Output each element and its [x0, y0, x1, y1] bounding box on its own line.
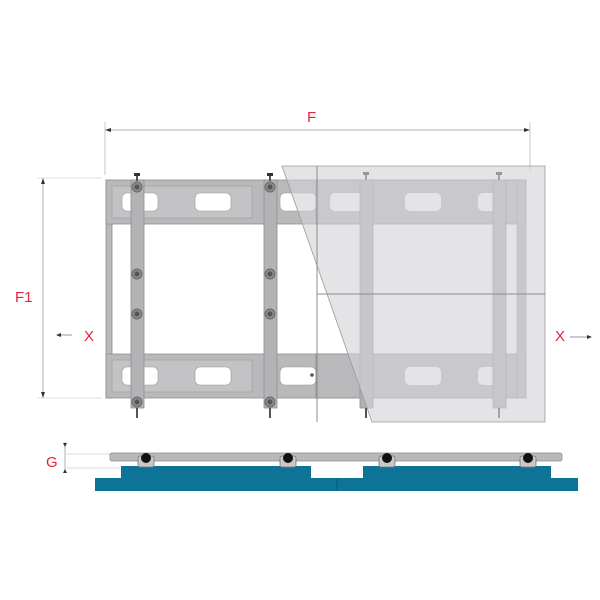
side-profile	[63, 442, 578, 491]
label-f: F	[307, 109, 317, 126]
label-f1: F1	[15, 289, 33, 306]
label-g: G	[46, 454, 58, 471]
screen-panel-overlay	[281, 165, 546, 423]
x-arrow-left	[56, 333, 72, 337]
dimension-f1	[37, 177, 102, 399]
label-x-right: X	[555, 328, 566, 345]
dimension-f	[104, 122, 531, 175]
x-arrow-right	[570, 335, 592, 339]
label-x-left: X	[84, 328, 95, 345]
